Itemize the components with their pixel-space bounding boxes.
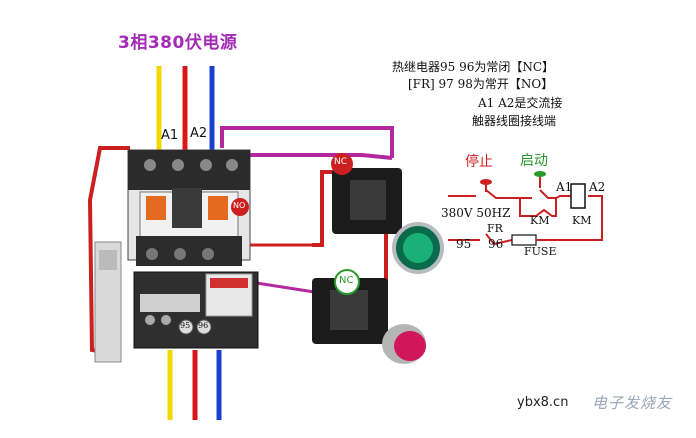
schematic-km-branch	[519, 198, 557, 217]
label-a1: A1	[161, 128, 179, 143]
start-knob	[534, 171, 546, 177]
wire-a2-loop	[220, 126, 394, 158]
schematic-supply-label: 380V 50HZ	[441, 206, 511, 220]
wire-top-button	[232, 153, 393, 160]
label-no: NO	[233, 201, 246, 210]
mounting-bracket	[94, 241, 122, 363]
wire-nc-link	[312, 170, 332, 247]
schematic-95-label: 95	[456, 237, 472, 251]
note-line-4: 触器线圈接线端	[472, 114, 557, 128]
schematic-stop-label: 停止	[465, 154, 493, 170]
fuse-symbol	[511, 234, 537, 246]
contactor	[127, 149, 251, 266]
schematic-start-label: 启动	[520, 153, 548, 169]
schematic-a2-label: A2	[589, 180, 606, 194]
schematic-a1-label: A1	[556, 180, 573, 194]
schematic-coil-right	[560, 195, 603, 241]
diagram-title: 3相380伏电源	[118, 33, 238, 53]
coil-km	[570, 183, 586, 209]
note-line-3: A1 A2是交流接	[478, 96, 563, 110]
nc-tag-bottom	[334, 269, 360, 295]
watermark-site: ybx8.cn	[517, 395, 569, 410]
label-nc-top: NC	[334, 157, 348, 167]
schematic-fr-label: FR	[487, 222, 503, 235]
stop-knob	[480, 179, 492, 185]
label-nc-bottom: NC	[339, 275, 354, 286]
nc-tag-top	[331, 153, 353, 175]
note-line-1: 热继电器95 96为常闭【NC】	[392, 60, 555, 74]
start-button	[332, 168, 444, 274]
thermal-relay	[133, 271, 259, 349]
watermark-brand: 电子发烧友	[592, 394, 673, 412]
stop-button	[312, 278, 426, 364]
control-schematic	[448, 176, 603, 246]
schematic-bottom-line	[448, 233, 513, 246]
schematic-fuse-label: FUSE	[524, 245, 557, 258]
wire-coil-red	[238, 210, 312, 247]
label-relay-95: 95	[180, 321, 191, 330]
schematic-km-coil-label: KM	[572, 214, 592, 227]
no-tag	[231, 198, 249, 216]
phase-wires	[156, 66, 222, 420]
label-a2: A2	[190, 126, 208, 141]
schematic-top-line	[448, 189, 572, 199]
note-line-2: [FR] 97 98为常开【NO】	[408, 77, 554, 91]
label-relay-96: 96	[198, 321, 209, 330]
schematic-km-contact-label: KM	[530, 214, 550, 227]
schematic-96-label: 96	[488, 237, 504, 251]
